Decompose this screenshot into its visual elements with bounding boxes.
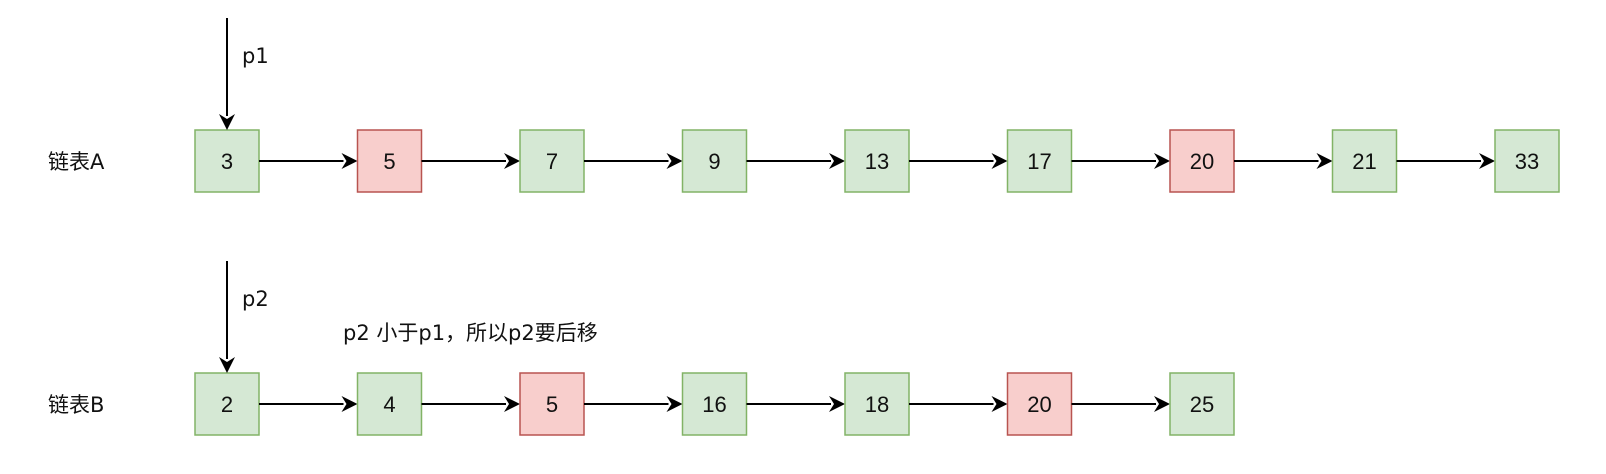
- node-value: 20: [1027, 392, 1051, 417]
- node-box: [844, 372, 910, 436]
- list-a: 链表A 3 5 7 9 13 17 20 21 33: [48, 129, 1560, 193]
- node-value: 20: [1190, 149, 1214, 174]
- node-value: 4: [383, 392, 395, 417]
- pointer-p1: p1: [219, 18, 269, 130]
- pointer-p2: p2: [219, 261, 269, 373]
- list-a-node: 17: [1006, 129, 1073, 193]
- link-arrow: [259, 396, 358, 412]
- link-arrow: [1071, 396, 1170, 412]
- node-value: 16: [702, 392, 726, 417]
- list-b-label: 链表B: [48, 393, 104, 417]
- link-arrow: [584, 153, 683, 169]
- node-value: 21: [1352, 149, 1376, 174]
- list-b-node: 16: [681, 372, 748, 436]
- node-value: 17: [1027, 149, 1051, 174]
- node-box-highlight: [519, 372, 585, 436]
- pointer-arrow: [219, 261, 235, 373]
- node-box: [1169, 372, 1235, 436]
- pointers-layer: p1 p2: [219, 18, 269, 373]
- list-a-node: 7: [519, 129, 585, 193]
- list-b-node: 4: [356, 372, 423, 436]
- list-b-node: 2: [194, 372, 260, 436]
- list-a-node: 3: [194, 129, 260, 193]
- link-arrow: [421, 153, 520, 169]
- node-value: 3: [221, 149, 233, 174]
- node-box: [1494, 129, 1560, 193]
- link-arrow: [1234, 153, 1333, 169]
- node-value: 18: [865, 392, 889, 417]
- pointer-label: p2: [242, 287, 269, 311]
- list-b-node: 5: [519, 372, 585, 436]
- link-arrow: [584, 396, 683, 412]
- node-value: 5: [546, 392, 558, 417]
- node-box-highlight: [1006, 372, 1073, 436]
- node-box: [519, 129, 585, 193]
- list-a-label: 链表A: [48, 150, 105, 174]
- comparison-note: p2 小于p1，所以p2要后移: [343, 321, 598, 345]
- link-arrow: [1071, 153, 1170, 169]
- node-box-highlight: [356, 129, 423, 193]
- list-b: 链表B 2 4 5 16 18 20 25: [48, 372, 1235, 436]
- node-box-highlight: [1169, 129, 1235, 193]
- list-a-node: 9: [681, 129, 748, 193]
- node-value: 5: [383, 149, 395, 174]
- node-box: [681, 372, 748, 436]
- link-arrow: [746, 153, 845, 169]
- node-box: [356, 372, 423, 436]
- link-arrow: [1396, 153, 1495, 169]
- link-arrow: [746, 396, 845, 412]
- node-box: [681, 129, 748, 193]
- link-arrow: [909, 396, 1008, 412]
- link-arrow: [421, 396, 520, 412]
- node-box: [194, 129, 260, 193]
- list-b-node: 25: [1169, 372, 1235, 436]
- node-value: 13: [865, 149, 889, 174]
- node-value: 2: [221, 392, 233, 417]
- node-value: 25: [1190, 392, 1214, 417]
- node-value: 33: [1515, 149, 1539, 174]
- list-b-node: 18: [844, 372, 910, 436]
- link-arrow: [259, 153, 358, 169]
- pointer-arrow: [219, 18, 235, 130]
- link-arrow: [909, 153, 1008, 169]
- list-a-node: 33: [1494, 129, 1560, 193]
- list-a-node: 21: [1331, 129, 1398, 193]
- node-value: 9: [708, 149, 720, 174]
- list-a-node: 5: [356, 129, 423, 193]
- list-a-node: 13: [844, 129, 910, 193]
- list-a-node: 20: [1169, 129, 1235, 193]
- pointer-label: p1: [242, 44, 269, 68]
- list-b-node: 20: [1006, 372, 1073, 436]
- node-value: 7: [546, 149, 558, 174]
- lists-layer: 链表A 3 5 7 9 13 17 20 21 33 链表B 2 4 5 16 18 20 25: [48, 129, 1560, 436]
